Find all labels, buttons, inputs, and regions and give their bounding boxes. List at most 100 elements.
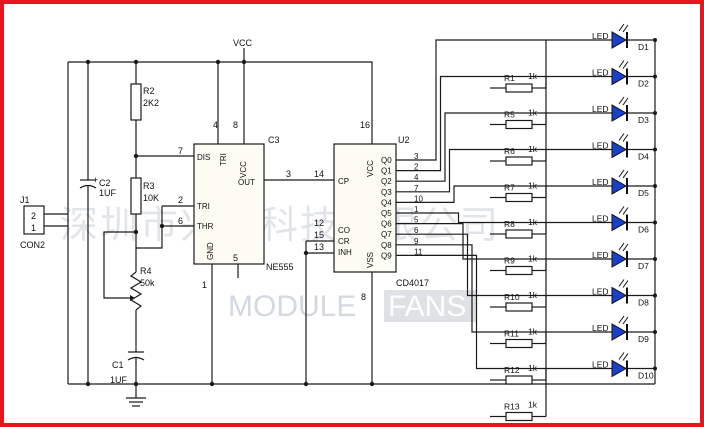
led-d9-icon bbox=[611, 323, 628, 341]
led-d1-icon bbox=[611, 31, 628, 49]
cd4017-output-4: Q4 bbox=[381, 198, 392, 207]
ne555-body bbox=[193, 143, 265, 265]
cd4017-output-pin-7: 6 bbox=[414, 226, 419, 235]
cd4017-output-pin-0: 3 bbox=[414, 152, 419, 161]
r2-value: 2K2 bbox=[143, 98, 159, 108]
output-wire-0 bbox=[396, 39, 612, 161]
r3-ref: R3 bbox=[143, 181, 155, 191]
ne555-pin8: 8 bbox=[233, 120, 238, 130]
cd4017-output-1: Q1 bbox=[381, 167, 392, 176]
output-wire-9 bbox=[396, 254, 612, 370]
j1-ref: J1 bbox=[20, 195, 30, 205]
led-label-5: LED bbox=[592, 214, 609, 224]
cd4017-ref: U2 bbox=[398, 135, 410, 145]
resistor-ref-4: R8 bbox=[504, 219, 515, 229]
r2-body bbox=[130, 83, 142, 121]
resistor-r10 bbox=[505, 302, 533, 312]
cd4017-output-3: Q3 bbox=[381, 188, 392, 197]
led-ref-7: D8 bbox=[638, 298, 649, 308]
led-d6-icon bbox=[611, 213, 628, 232]
cd4017-output-7: Q7 bbox=[381, 230, 392, 239]
resistor-ref-5: R9 bbox=[504, 256, 515, 266]
ne555-tri: TRI bbox=[197, 202, 210, 211]
cd4017-output-pin-8: 9 bbox=[414, 237, 419, 246]
cd4017-output-5: Q5 bbox=[381, 209, 392, 218]
led-label-9: LED bbox=[592, 360, 609, 370]
led-ref-9: D10 bbox=[638, 371, 654, 381]
resistor-r8 bbox=[505, 229, 533, 239]
c2-value: 1UF bbox=[99, 188, 117, 198]
cd4017-pin13: 13 bbox=[314, 242, 324, 252]
output-wire-2 bbox=[396, 112, 612, 182]
capacitor-c2: + C2 1UF bbox=[79, 62, 117, 384]
cd4017-output-0: Q0 bbox=[381, 156, 392, 165]
cd4017-chip: U2 CD4017 CP CO CR INH VCC VSS 16 12 15 … bbox=[305, 115, 429, 384]
ne555-gnd: GND bbox=[206, 242, 215, 260]
cd4017-pin16: 16 bbox=[360, 120, 370, 130]
cd4017-output-pin-2: 4 bbox=[414, 173, 419, 182]
r4-value: 50k bbox=[140, 278, 155, 288]
ne555-chip: C3 NE555 DIS TRI THR OUT TRI VCC GND 4 8… bbox=[178, 62, 334, 384]
r2-ref: R2 bbox=[143, 86, 155, 96]
led-d2-icon bbox=[611, 67, 628, 86]
watermark-company: 深圳市兴派科技有限公司 bbox=[60, 203, 500, 247]
led-label-7: LED bbox=[592, 287, 609, 297]
resistor-value-9: 1k bbox=[528, 400, 538, 410]
output-wire-4 bbox=[396, 185, 612, 203]
vcc-label: VCC bbox=[233, 38, 253, 48]
resistor-r6 bbox=[505, 156, 533, 166]
cd4017-output-pin-9: 11 bbox=[414, 247, 423, 256]
cd4017-co: CO bbox=[338, 226, 350, 235]
led-ref-5: D6 bbox=[638, 225, 649, 235]
cd4017-pin8: 8 bbox=[361, 292, 366, 302]
cd4017-output-pin-3: 7 bbox=[414, 184, 419, 193]
cd4017-pin14: 14 bbox=[314, 169, 324, 179]
led-label-6: LED bbox=[592, 250, 609, 260]
led-label-0: LED bbox=[592, 31, 609, 41]
led-d8-icon bbox=[611, 286, 628, 305]
ne555-pin6: 6 bbox=[178, 216, 183, 226]
led-label-3: LED bbox=[592, 141, 609, 151]
r3-value: 10K bbox=[143, 193, 159, 203]
ne555-out: OUT bbox=[238, 178, 255, 187]
resistor-r11 bbox=[505, 338, 533, 349]
cd4017-output-2: Q2 bbox=[381, 177, 392, 186]
resistor-ref-7: R11 bbox=[504, 329, 519, 339]
r4-ref: R4 bbox=[140, 266, 152, 276]
led-ref-8: D9 bbox=[638, 334, 649, 344]
cd4017-cr: CR bbox=[338, 237, 350, 246]
output-wire-6 bbox=[396, 223, 612, 260]
ne555-pin1: 1 bbox=[202, 280, 207, 290]
resistor-r13 bbox=[505, 411, 533, 422]
ne555-tri-top: TRI bbox=[219, 153, 228, 166]
cd4017-body bbox=[333, 143, 397, 273]
ne555-pin2: 2 bbox=[178, 195, 183, 205]
led-d10-icon bbox=[611, 359, 628, 378]
output-wire-8 bbox=[396, 244, 612, 333]
cd4017-output-8: Q8 bbox=[381, 241, 392, 250]
j1-pin2: 2 bbox=[31, 211, 36, 221]
resistor-r5 bbox=[505, 119, 533, 130]
c1-value: 1UF bbox=[110, 375, 128, 385]
junctions bbox=[85, 59, 375, 387]
cd4017-vcc: VCC bbox=[366, 160, 375, 177]
cd4017-inh: INH bbox=[338, 248, 352, 257]
cd4017-output-6: Q6 bbox=[381, 220, 392, 229]
cd4017-pin15: 15 bbox=[314, 230, 324, 240]
resistor-ref-1: R5 bbox=[504, 110, 515, 120]
c1-ref: C1 bbox=[112, 360, 124, 370]
ne555-thr: THR bbox=[197, 222, 214, 231]
cd4017-output-pin-4: 10 bbox=[414, 194, 423, 203]
resistor-ref-3: R7 bbox=[504, 183, 515, 193]
led-label-4: LED bbox=[592, 177, 609, 187]
timing-network: R2 2K2 R3 10K R4 50k C1 1UF bbox=[103, 62, 194, 407]
j1-body bbox=[23, 205, 45, 235]
cd4017-part: CD4017 bbox=[396, 278, 429, 288]
cd4017-output-pin-5: 1 bbox=[414, 205, 419, 214]
ne555-ref: C3 bbox=[268, 135, 280, 145]
resistor-r9 bbox=[505, 265, 533, 276]
cd4017-vss: VSS bbox=[366, 252, 375, 268]
